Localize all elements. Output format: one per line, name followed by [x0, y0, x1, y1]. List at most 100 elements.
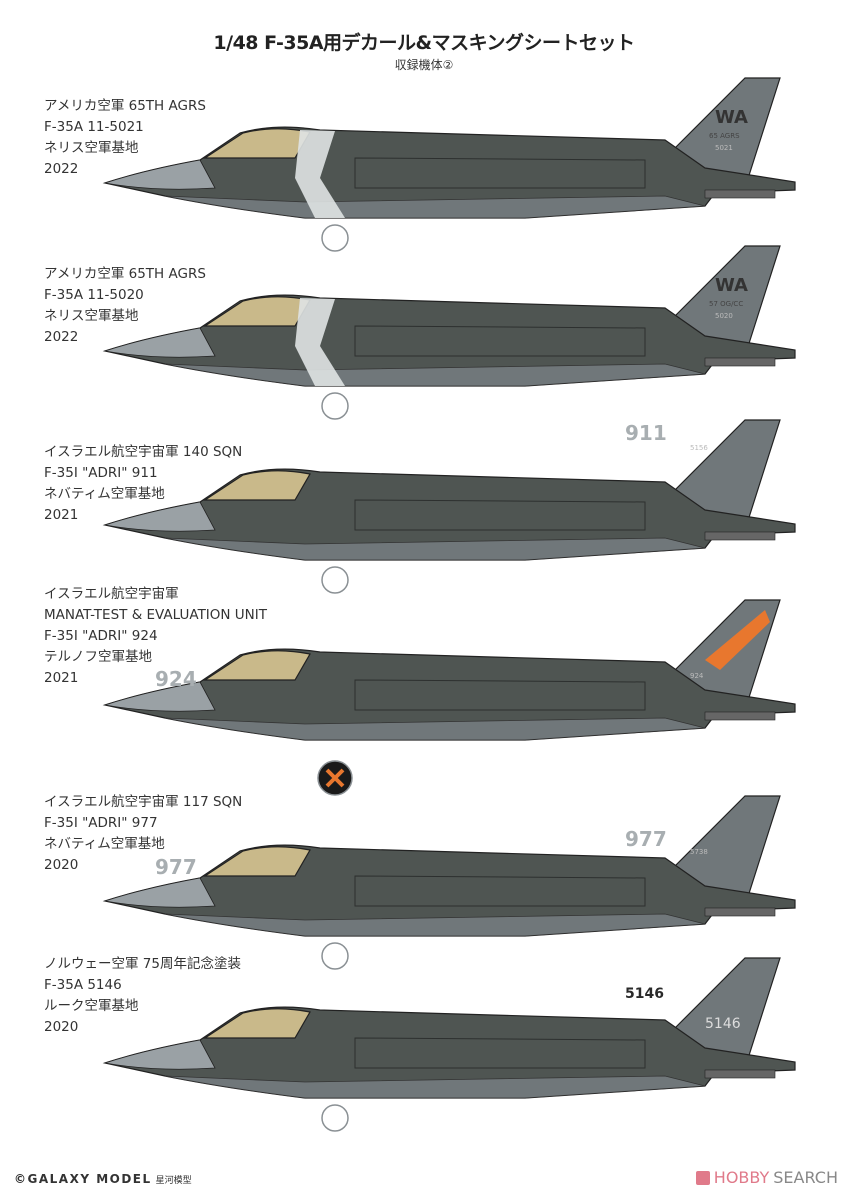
nose-cone — [104, 501, 216, 532]
caption-line: F-35I "ADRI" 911 — [44, 465, 158, 481]
insignia-circle — [321, 942, 349, 970]
exhaust-nozzle — [704, 189, 776, 199]
aircraft-caption: ノルウェー空軍 75周年記念塗装 F-35A 5146 ルーク空軍基地 2020 — [44, 954, 241, 1038]
insignia-circle — [321, 1104, 349, 1132]
insignia-circle — [321, 566, 349, 594]
light-camo-stripe — [295, 130, 345, 218]
tail-serial: 5738 — [690, 848, 708, 856]
exhaust-nozzle — [704, 531, 776, 541]
caption-line: イスラエル航空宇宙軍 117 SQN — [44, 794, 243, 810]
caption-line: イスラエル航空宇宙軍 — [44, 586, 179, 602]
squadron-patch-icon — [321, 224, 349, 252]
nose-cone — [104, 327, 216, 358]
caption-line: テルノフ空軍基地 — [44, 649, 152, 665]
tail-code: 911 — [625, 421, 667, 445]
tail-code: WA — [715, 107, 748, 128]
tail-code: 977 — [625, 827, 667, 851]
caption-line: アメリカ空軍 65TH AGRS — [44, 266, 206, 282]
lower-fuselage — [164, 195, 706, 219]
caption-line: F-35I "ADRI" 977 — [44, 815, 158, 831]
panel-lines — [354, 499, 646, 531]
caption-line: MANAT-TEST & EVALUATION UNIT — [44, 607, 268, 623]
caption-line: ネバティム空軍基地 — [44, 836, 165, 852]
tail-serial: 924 — [690, 672, 704, 680]
eagle-emblem-icon — [321, 566, 349, 594]
squadron-emblem-icon — [321, 942, 349, 970]
canopy — [202, 846, 311, 877]
light-camo-stripe — [295, 298, 345, 386]
canopy — [202, 128, 311, 159]
caption-line: ノルウェー空軍 75周年記念塗装 — [44, 956, 241, 972]
lower-fuselage — [164, 717, 706, 741]
exhaust-nozzle — [704, 1069, 776, 1079]
panel-lines — [354, 1037, 646, 1069]
caption-line: イスラエル航空宇宙軍 140 SQN — [44, 444, 243, 460]
caption-line: ネリス空軍基地 — [44, 140, 139, 156]
page-subtitle: 収録機体② — [394, 58, 454, 72]
nose-cone — [104, 159, 216, 190]
caption-line: アメリカ空軍 65TH AGRS — [44, 98, 206, 114]
manat-cross — [325, 768, 345, 788]
roundel-icon — [321, 1104, 349, 1132]
tail-serial: 5146 — [705, 1016, 741, 1032]
caption-line: 2021 — [44, 507, 79, 523]
exhaust-nozzle — [704, 907, 776, 917]
caption-line: F-35A 5146 — [44, 977, 122, 993]
canopy — [202, 296, 311, 327]
nose-cone — [104, 681, 216, 712]
panel-lines — [354, 325, 646, 357]
caption-line: 2022 — [44, 161, 79, 177]
aircraft-profile: 924 924 — [102, 599, 796, 796]
panel-lines — [354, 679, 646, 711]
aircraft-profile: WA 65 AGRS 5021 — [102, 77, 796, 252]
exhaust-nozzle — [704, 357, 776, 367]
caption-line: 2020 — [44, 1019, 79, 1035]
caption-line: ネバティム空軍基地 — [44, 486, 165, 502]
caption-line: 2021 — [44, 670, 79, 686]
copyright-text: ©GALAXY MODEL — [14, 1172, 152, 1186]
aircraft-profile: 911 5156 — [102, 419, 796, 594]
hobby-search-logo-icon — [695, 1170, 710, 1185]
aircraft-caption: イスラエル航空宇宙軍 MANAT-TEST & EVALUATION UNIT F-… — [44, 584, 267, 689]
watermark-search: SEARCH — [773, 1168, 838, 1187]
tail-code: 5146 — [625, 986, 664, 1002]
aircraft-profile: 5146 5146 — [102, 957, 796, 1132]
tail-serial: 5021 — [715, 144, 733, 152]
caption-line: 2020 — [44, 857, 79, 873]
page-title: 1/48 F-35A用デカール&マスキングシートセット — [213, 32, 635, 54]
squadron-patch-icon — [321, 392, 349, 420]
tail-unit-text: 57 OG/CC — [709, 300, 743, 308]
lower-fuselage — [164, 1075, 706, 1099]
tail-serial: 5156 — [690, 444, 708, 452]
tail-unit-text: 65 AGRS — [709, 132, 740, 140]
panel-lines — [354, 157, 646, 189]
aircraft-caption: アメリカ空軍 65TH AGRS F-35A 11-5021 ネリス空軍基地 2022 — [44, 96, 206, 180]
insignia-circle — [321, 392, 349, 420]
caption-line: ネリス空軍基地 — [44, 308, 139, 324]
nose-number: 924 — [155, 667, 197, 691]
tail-orange-stripe — [705, 610, 770, 670]
canopy — [202, 650, 311, 681]
insignia-circle — [321, 224, 349, 252]
manat-patch-icon — [317, 760, 353, 796]
caption-line: ルーク空軍基地 — [44, 998, 139, 1014]
canopy — [202, 1008, 311, 1039]
canopy — [202, 470, 311, 501]
nose-cone — [104, 877, 216, 908]
lower-fuselage — [164, 913, 706, 937]
lower-fuselage — [164, 363, 706, 387]
exhaust-nozzle — [704, 711, 776, 721]
caption-line: F-35I "ADRI" 924 — [44, 628, 158, 644]
aircraft-caption: イスラエル航空宇宙軍 140 SQN F-35I "ADRI" 911 ネバティム空… — [44, 442, 242, 526]
caption-line: F-35A 11-5021 — [44, 119, 144, 135]
caption-line: F-35A 11-5020 — [44, 287, 144, 303]
aircraft-profile: 977 5738 977 — [102, 795, 796, 970]
panel-lines — [354, 875, 646, 907]
watermark-hobby: HOBBY — [713, 1168, 770, 1187]
nose-number: 977 — [155, 855, 197, 879]
